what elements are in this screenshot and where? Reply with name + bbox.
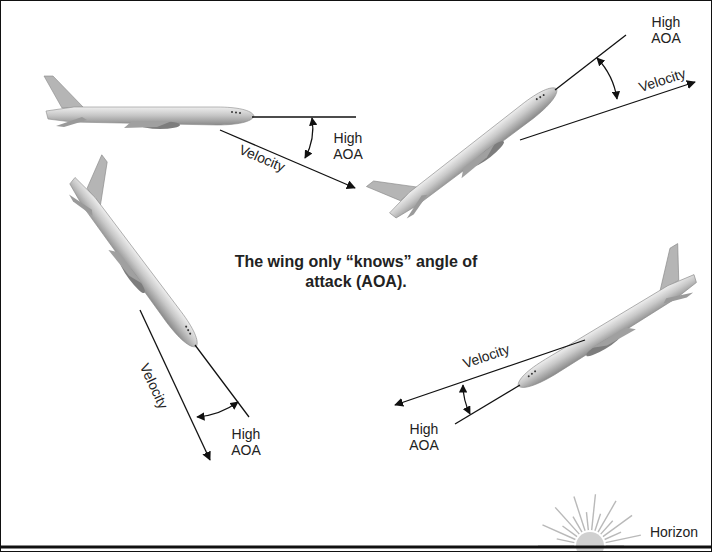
sun-ray	[574, 497, 585, 531]
sun-ray	[605, 532, 621, 539]
horizon-label: Horizon	[650, 524, 698, 540]
velocity-label: Velocity	[137, 361, 172, 412]
chord-line	[555, 35, 626, 90]
sun-ray	[606, 535, 641, 542]
airplane	[366, 57, 564, 228]
sun-ray	[562, 526, 577, 537]
sun-ray	[592, 494, 596, 530]
sun-ray	[557, 539, 575, 543]
velocity-label: Velocity	[461, 341, 512, 372]
sun-ray	[586, 512, 588, 530]
velocity-line	[395, 340, 585, 405]
aoa-label: High AOA	[322, 130, 374, 162]
airplane	[59, 155, 228, 355]
aoa-arc	[463, 385, 470, 414]
aoa-arc	[305, 118, 313, 158]
chord-line	[252, 116, 356, 117]
velocity-line	[520, 82, 695, 140]
sun-ray	[601, 521, 613, 534]
horizon-line	[0, 546, 712, 549]
aoa-label: High AOA	[398, 421, 450, 453]
title: The wing only “knows” angle of attack (A…	[216, 252, 496, 292]
aoa-label: High AOA	[220, 426, 272, 458]
airplane	[44, 76, 254, 129]
airplane	[498, 244, 705, 398]
aoa-arc	[597, 58, 617, 99]
aoa-arc	[197, 402, 238, 417]
sun-disc	[576, 532, 604, 552]
velocity-label: Velocity	[637, 65, 688, 95]
aoa-label: High AOA	[640, 14, 692, 46]
chord-line	[195, 345, 249, 417]
chord-line	[455, 385, 520, 424]
velocity-label: Velocity	[237, 141, 288, 175]
